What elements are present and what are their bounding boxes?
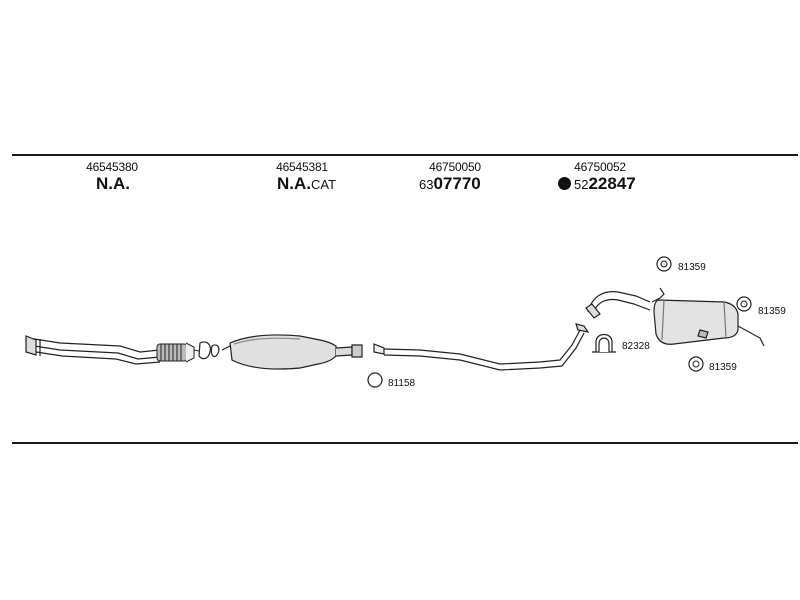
middle-pipe — [373, 323, 590, 371]
part-code-front-pipe-text: N.A. — [96, 174, 130, 193]
part-code-catalyst-text: N.A. — [277, 174, 311, 193]
ref-label-hanger-top: 81359 — [678, 262, 706, 273]
top-divider — [12, 154, 798, 156]
ref-label-ring: 81158 — [388, 378, 416, 389]
flange-joint — [198, 341, 220, 360]
hanger-bottom — [688, 356, 704, 372]
ref-label-clamp: 82328 — [622, 341, 650, 352]
front-pipe — [25, 335, 161, 365]
part-code-catalyst: N.A.CAT — [277, 174, 336, 194]
ring-gasket-circle — [367, 372, 383, 388]
pipe-clamp — [592, 333, 616, 353]
part-code-middle-pipe-text: 07770 — [433, 174, 481, 193]
bottom-divider — [12, 442, 798, 444]
hanger-right — [736, 296, 752, 312]
part-number-front-pipe: 46545380 — [86, 160, 138, 174]
hanger-top — [656, 256, 672, 272]
part-number-rear-silencer: 46750052 — [574, 160, 626, 174]
part-code-middle-pipe: 6307770 — [419, 174, 481, 194]
flex-pipe — [156, 342, 205, 363]
part-code-front-pipe: N.A. — [96, 174, 130, 194]
part-code-rear-silencer: 5222847 — [558, 174, 636, 194]
ref-label-hanger-right: 81359 — [758, 306, 786, 317]
part-code-rear-silencer-text: 22847 — [588, 174, 636, 193]
ring-gasket — [367, 372, 383, 388]
ref-label-hanger-bottom: 81359 — [709, 362, 737, 373]
catalytic-converter — [221, 334, 363, 370]
part-number-catalyst: 46545381 — [276, 160, 328, 174]
filled-circle-icon — [558, 177, 571, 190]
part-code-rear-silencer-prefix: 52 — [574, 177, 589, 192]
part-code-catalyst-suffix: CAT — [311, 177, 337, 192]
rear-silencer — [585, 287, 765, 347]
part-number-middle-pipe: 46750050 — [429, 160, 481, 174]
part-code-middle-pipe-prefix: 63 — [419, 177, 434, 192]
